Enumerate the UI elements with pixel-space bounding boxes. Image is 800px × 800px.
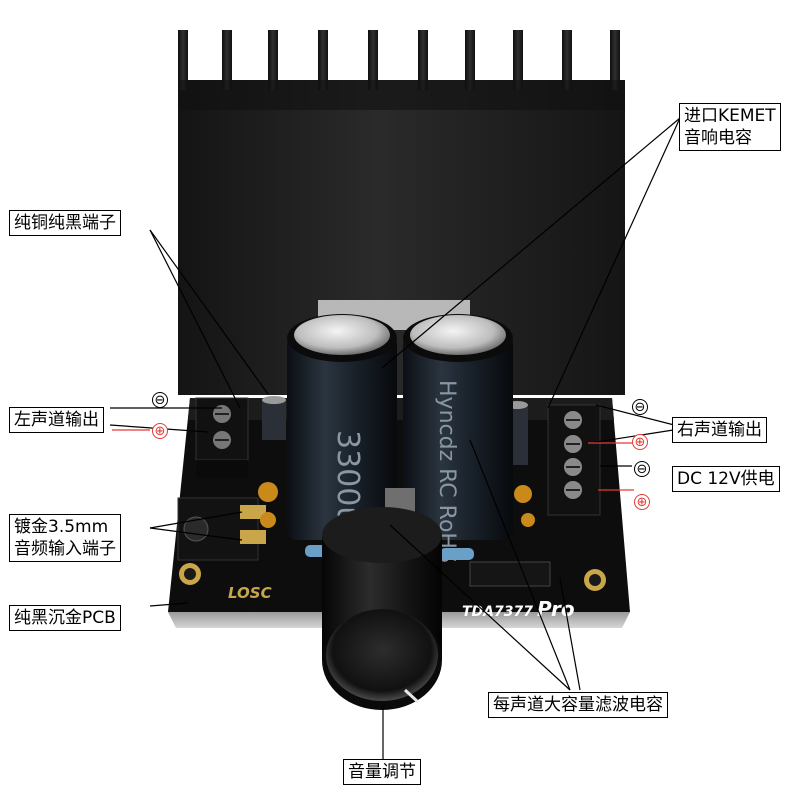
callout-copper-terminals: 纯铜纯黑端子 [9,210,121,236]
right-plus-sign: ⊕ [632,434,648,450]
pcb-model-suffix: Pro [537,597,575,621]
callout-filter-capacitors: 每声道大容量滤波电容 [488,692,668,718]
heatsink [178,30,625,395]
left-plus-sign: ⊕ [152,423,168,439]
pcb-logo: LOSC [228,584,272,602]
filter-capacitor-left: 3300uF 25V [287,314,397,611]
diode [469,561,551,587]
small-capacitors-left [258,396,286,528]
left-minus-sign: ⊖ [152,392,168,408]
callout-dc-power: DC 12V供电 [672,466,780,492]
callout-kemet-line-2: 音响电容 [684,128,752,148]
callout-black-pcb: 纯黑沉金PCB [9,605,121,631]
callout-jack-line-1: 镀金3.5mm [14,517,109,537]
dc-minus-sign: ⊖ [634,461,650,477]
right-terminal-block [547,404,601,516]
dc-plus-sign: ⊕ [634,494,650,510]
left-terminal-block [195,397,249,478]
callout-jack-line-2: 音频输入端子 [14,539,116,559]
pcb-model: TDA7377 [462,604,533,620]
callout-left-channel-output: 左声道输出 [9,407,104,433]
right-minus-sign: ⊖ [632,399,648,415]
callout-kemet-line-1: 进口KEMET [684,106,776,126]
power-leader-lines [112,429,634,491]
filter-capacitor-right: Hyncdz RC RoHS [403,314,513,563]
heatsink-fins [178,30,620,90]
volume-knob [322,488,442,710]
callout-audio-jack: 镀金3.5mm 音频输入端子 [9,514,121,562]
callout-volume-control: 音量调节 [343,759,421,785]
callout-kemet-capacitors: 进口KEMET 音响电容 [679,103,781,151]
audio-jack [177,497,266,561]
mounting-holes [179,563,606,591]
callout-right-channel-output: 右声道输出 [672,417,767,443]
